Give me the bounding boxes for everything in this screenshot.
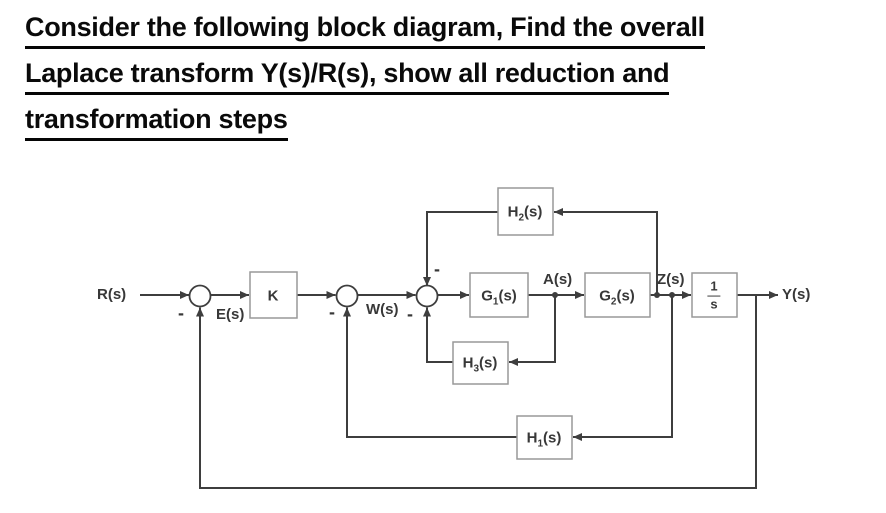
integrator-block <box>691 272 738 318</box>
h1-arg: (s) <box>543 429 562 447</box>
title-line-1: Consider the following block diagram, Fi… <box>25 12 705 49</box>
line-h1-to-sum2 <box>343 307 517 438</box>
summing-junction-3 <box>415 284 439 308</box>
summing-junction-2 <box>335 284 359 308</box>
h1-block <box>516 415 573 460</box>
line-h2-to-sum3 <box>423 211 498 286</box>
sum3-top-minus-sign: - <box>434 259 440 279</box>
line-z-to-h2 <box>554 208 658 295</box>
k-block-label: K <box>267 287 279 305</box>
g2-block-label: G2(s) <box>599 287 635 308</box>
h2-sub: 2 <box>518 212 525 224</box>
line-h3-to-sum3 <box>423 307 453 363</box>
g1-arg: (s) <box>498 287 517 305</box>
sum1-minus-sign: - <box>178 303 184 323</box>
a-signal-label: A(s) <box>543 271 573 288</box>
g1-sub: 1 <box>492 296 499 308</box>
transfer-blocks <box>249 187 738 460</box>
integrator-numerator: 1 <box>707 279 721 297</box>
k-block <box>249 271 298 319</box>
w-signal-label: W(s) <box>366 301 399 318</box>
feedback-lines <box>196 208 757 489</box>
h2-block <box>497 187 554 236</box>
line-outer-feedback <box>196 295 757 489</box>
g2-base: G <box>599 287 611 305</box>
h3-base: H <box>462 354 474 372</box>
g2-arg: (s) <box>616 287 635 305</box>
z-signal-label: Z(s) <box>657 271 685 288</box>
input-signal-label: R(s) <box>97 286 127 303</box>
integrator-block-label: 1 s <box>707 279 721 313</box>
g2-sub: 2 <box>610 296 617 308</box>
h3-arg: (s) <box>479 354 498 372</box>
h3-sub: 3 <box>473 363 480 375</box>
integrator-denominator: s <box>710 296 718 312</box>
question-title: Consider the following block diagram, Fi… <box>25 12 705 150</box>
h2-block-label: H2(s) <box>507 203 543 224</box>
node-z-signal-2 <box>669 292 675 298</box>
summing-junctions <box>188 284 439 308</box>
error-signal-label: E(s) <box>216 306 245 323</box>
summing-junction-1 <box>188 284 212 308</box>
line-z-to-h1 <box>573 295 673 441</box>
sum3-bottom-minus-sign: - <box>407 304 413 324</box>
h2-arg: (s) <box>524 203 543 221</box>
h1-sub: 1 <box>537 438 544 450</box>
line-a-to-h3 <box>509 295 556 366</box>
g1-base: G <box>481 287 493 305</box>
output-signal-label: Y(s) <box>782 286 811 303</box>
g1-block-label: G1(s) <box>481 287 517 308</box>
node-z-signal-1 <box>654 292 660 298</box>
sum2-minus-sign: - <box>329 302 335 322</box>
g1-block <box>469 272 529 318</box>
title-line-2: Laplace transform Y(s)/R(s), show all re… <box>25 58 670 95</box>
h3-block-label: H3(s) <box>462 354 498 375</box>
h3-block <box>452 341 509 385</box>
title-line-3: transformation steps <box>25 104 288 141</box>
pickoff-nodes <box>552 292 675 298</box>
g2-block <box>584 272 651 318</box>
node-a-signal <box>552 292 558 298</box>
h1-block-label: H1(s) <box>526 429 562 450</box>
h2-base: H <box>507 203 519 221</box>
h1-base: H <box>526 429 538 447</box>
